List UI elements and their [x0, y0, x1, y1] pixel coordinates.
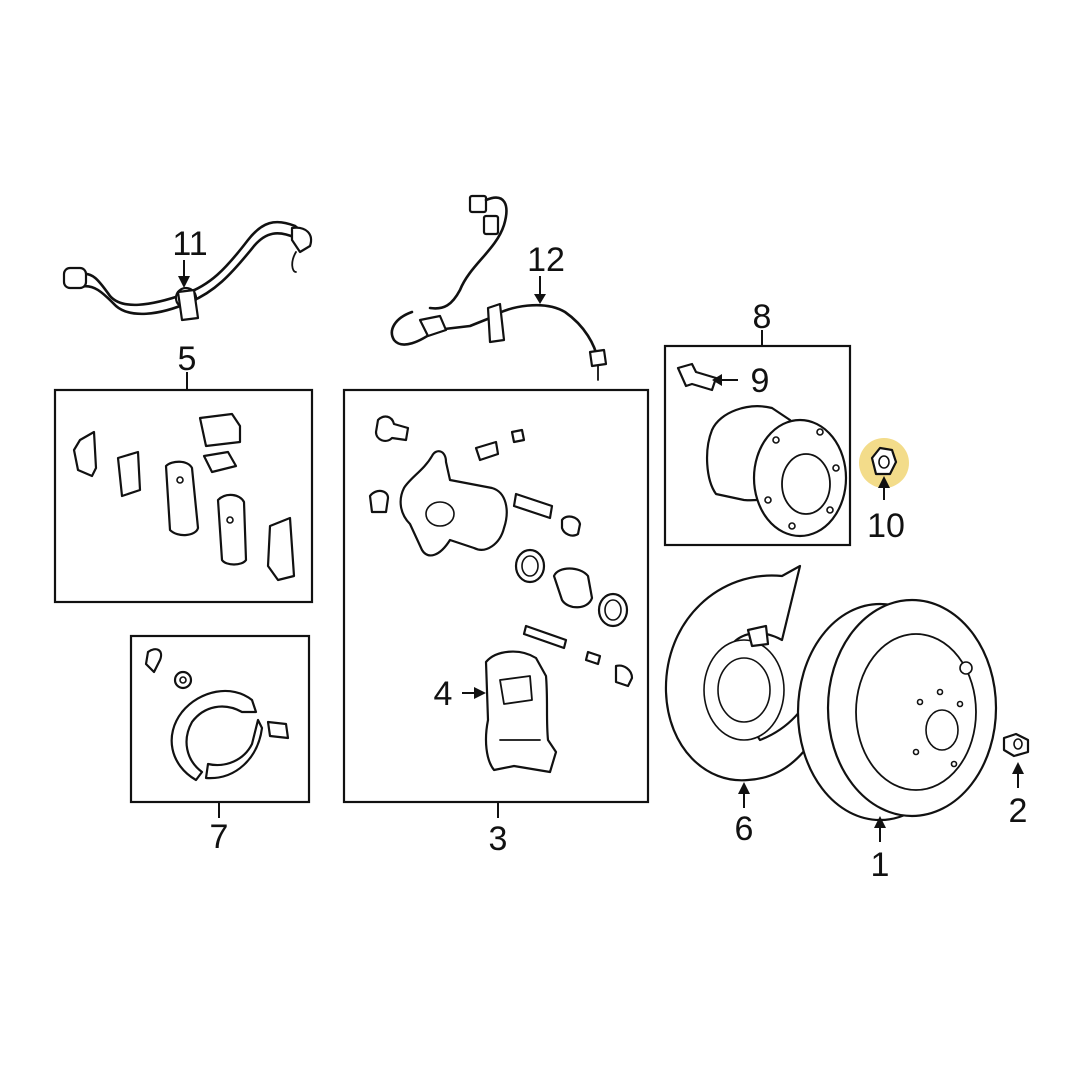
- box-8: [663, 344, 852, 547]
- part-1-brake-rotor: [796, 598, 998, 822]
- callout-10: 10: [867, 507, 905, 545]
- box-3: [342, 388, 650, 804]
- callout-12: 12: [527, 241, 565, 279]
- part-2-screw: [1002, 732, 1030, 758]
- part-11-brake-hose: [62, 220, 313, 322]
- part-9-hub-stud: [676, 362, 718, 392]
- part-5-brake-pads: [72, 412, 296, 582]
- part-7-parking-shoes: [144, 648, 290, 782]
- callout-9: 9: [751, 362, 770, 400]
- callout-1: 1: [871, 846, 890, 884]
- callout-4: 4: [434, 675, 453, 713]
- callout-8: 8: [753, 298, 772, 336]
- leader-lines: [178, 260, 1024, 842]
- callout-7: 7: [210, 818, 229, 856]
- callout-2: 2: [1009, 792, 1028, 830]
- callout-6: 6: [735, 810, 754, 848]
- part-8-hub-bearing: [705, 405, 848, 538]
- box-5: [53, 388, 314, 604]
- part-12-abs-sensor: [390, 194, 608, 381]
- callout-5: 5: [178, 340, 197, 378]
- part-4-caliper-bracket: [484, 650, 558, 774]
- callout-3: 3: [489, 820, 508, 858]
- part-10-hub-nut: [859, 438, 909, 488]
- callout-11: 11: [172, 225, 207, 263]
- part-3-caliper: [368, 415, 634, 688]
